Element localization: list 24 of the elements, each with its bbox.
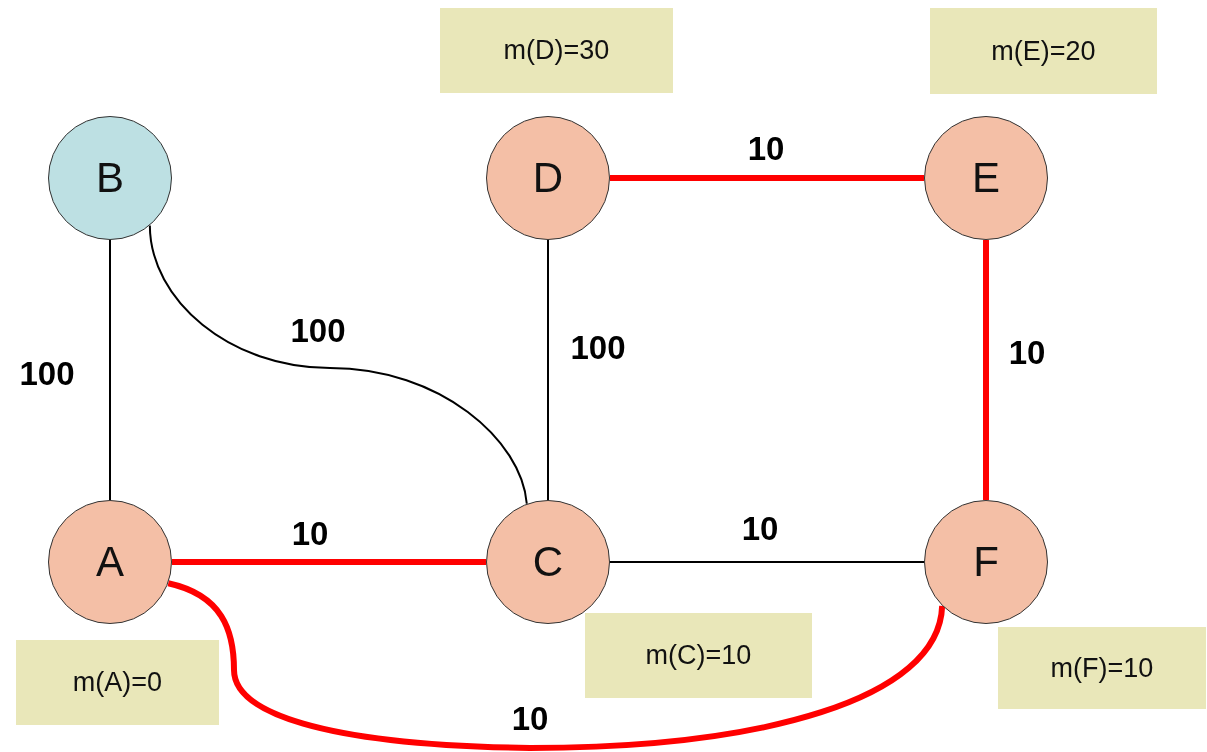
vertex-label: A [96,538,124,586]
value-label: m(A)=0 [72,667,163,698]
edge-line [983,240,989,500]
vertex-label: E [972,154,1000,202]
value-label: m(E)=20 [991,35,1096,67]
value-box [930,8,1157,94]
edge-line [167,580,946,751]
value-box [16,640,219,725]
edge-line [547,239,549,501]
edge-line [148,224,528,505]
edge-line [610,175,924,181]
vertex-label: D [532,154,564,202]
value-label: m(C)=10 [645,640,752,671]
vertex-label: F [973,538,999,586]
value-label: m(F)=10 [1050,652,1154,684]
value-box [440,8,673,93]
edge-line [109,239,111,501]
value-box [585,613,812,698]
vertex-label: C [532,538,564,586]
value-label: m(D)=30 [503,35,610,66]
vertex-label: B [96,154,124,202]
edge-line [172,559,486,565]
edge-line [609,561,925,563]
value-box [998,627,1206,709]
